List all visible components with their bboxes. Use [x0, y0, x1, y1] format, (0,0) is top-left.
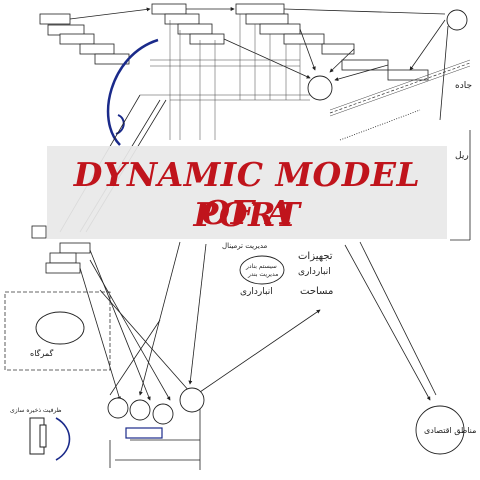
- area-label: مساحت: [300, 286, 333, 297]
- equipment-label-2: انبارداری: [298, 267, 331, 277]
- center-labels: تجهیزات مدیریت ترمینال سیستم بنادر مدیری…: [222, 242, 333, 297]
- mid-box-4: [31, 225, 47, 239]
- row2-box-3: [177, 23, 213, 35]
- top-right-node: [446, 9, 468, 31]
- blue-arc: [106, 38, 159, 146]
- right-label-road: جاده: [455, 81, 472, 91]
- bottom-nodes: [107, 387, 205, 439]
- top-box-3: [59, 33, 95, 45]
- ship-box: [125, 427, 163, 439]
- row3-box-7: [387, 69, 429, 81]
- row3-box-6: [341, 59, 389, 71]
- top-box-2: [47, 24, 85, 36]
- customs-node: [35, 311, 85, 345]
- port-sub-label: مدیریت بندر: [247, 271, 278, 278]
- customs-region: [4, 291, 111, 371]
- equipment-label: تجهیزات: [298, 251, 333, 262]
- warehouse-label: انبارداری: [240, 287, 273, 297]
- row3-box-2: [245, 13, 289, 25]
- mid-box-2: [49, 252, 77, 264]
- upper-connections: [69, 7, 449, 140]
- econ-zone-label: مناطق اقتصادی: [424, 426, 476, 435]
- row2-box-4: [189, 33, 225, 45]
- center-node: [239, 255, 285, 285]
- bottom-left-label: ظرفیت ذخیره سازی: [10, 407, 62, 414]
- central-top-node: [307, 75, 333, 101]
- row2-box-1: [151, 3, 187, 15]
- bottom-node-3: [152, 403, 174, 425]
- mid-box-1: [59, 242, 91, 254]
- row3-box-1: [235, 3, 285, 15]
- terminal-mgmt-label: مدیریت ترمینال: [222, 242, 268, 250]
- lower-connections: [79, 130, 471, 470]
- title-line-2: PORT: [193, 195, 301, 234]
- econ-zone-node: [415, 405, 465, 455]
- title-banner: DYNAMIC MODEL OF A PORT: [47, 146, 447, 239]
- bottom-node-2: [129, 399, 151, 421]
- right-label-rail: ریل: [455, 151, 469, 161]
- row3-box-3: [259, 23, 301, 35]
- title-line-1: DYNAMIC MODEL OF A: [73, 155, 421, 232]
- mid-box-3: [45, 262, 81, 274]
- bottom-left-storage: ظرفیت ذخیره سازی: [10, 407, 71, 461]
- port-management-label: سیستم بنادر: [245, 263, 277, 270]
- top-box-1: [39, 13, 71, 25]
- top-box-4: [79, 43, 115, 55]
- row3-box-5: [321, 43, 355, 55]
- bottom-node-4: [179, 387, 205, 413]
- bottom-node-1: [107, 397, 129, 419]
- customs-label: گمرگاه: [30, 348, 53, 358]
